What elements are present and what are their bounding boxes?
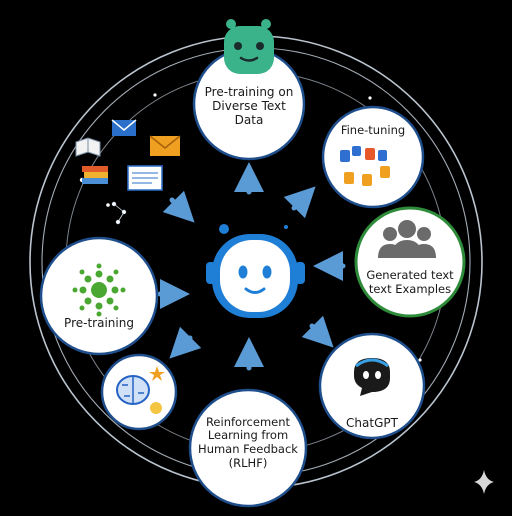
arrow-down-right — [301, 315, 334, 348]
sparkle-icon — [474, 470, 494, 494]
document-icon — [127, 165, 163, 191]
arrow-up-right — [283, 186, 316, 219]
constellation-icon — [111, 201, 127, 225]
node-generated-text — [354, 206, 466, 318]
decor-icons — [75, 119, 181, 225]
node-label-generated-text: Generated text text Examples — [366, 268, 454, 296]
node-label-rlhf: Reinforcement Learning from Human Feedba… — [198, 414, 298, 470]
node-fine-tuning — [321, 105, 425, 209]
arrow-down-right-from-top-left — [162, 190, 195, 223]
mail-icon — [111, 119, 137, 136]
network-cluster-icon — [72, 263, 126, 317]
node-brain — [100, 353, 178, 431]
node-label-pretraining: Pre-training — [64, 315, 134, 330]
chatgpt-bot-icon — [354, 358, 390, 396]
green-bot-icon — [224, 19, 274, 74]
book-icon — [75, 137, 101, 157]
node-label-pretraining-diverse: Pre-training on Diverse Text Data — [204, 84, 294, 128]
flow-arrows — [157, 162, 346, 371]
arrow-down-left — [169, 326, 202, 359]
books-stack-icon — [82, 166, 108, 184]
brain-circuit-icon — [116, 366, 165, 414]
node-pretraining-diverse — [192, 19, 306, 161]
envelope-icon — [149, 135, 181, 156]
robot-head-icon — [206, 224, 305, 318]
people-group-icon — [378, 220, 436, 258]
node-chatgpt — [318, 332, 426, 440]
node-pretraining — [39, 236, 159, 356]
node-rlhf — [188, 388, 308, 508]
node-label-chatgpt: ChatGPT — [346, 415, 398, 430]
thumbs-up-down-icon — [340, 146, 390, 186]
node-label-fine-tuning: Fine-tuning — [340, 123, 406, 138]
